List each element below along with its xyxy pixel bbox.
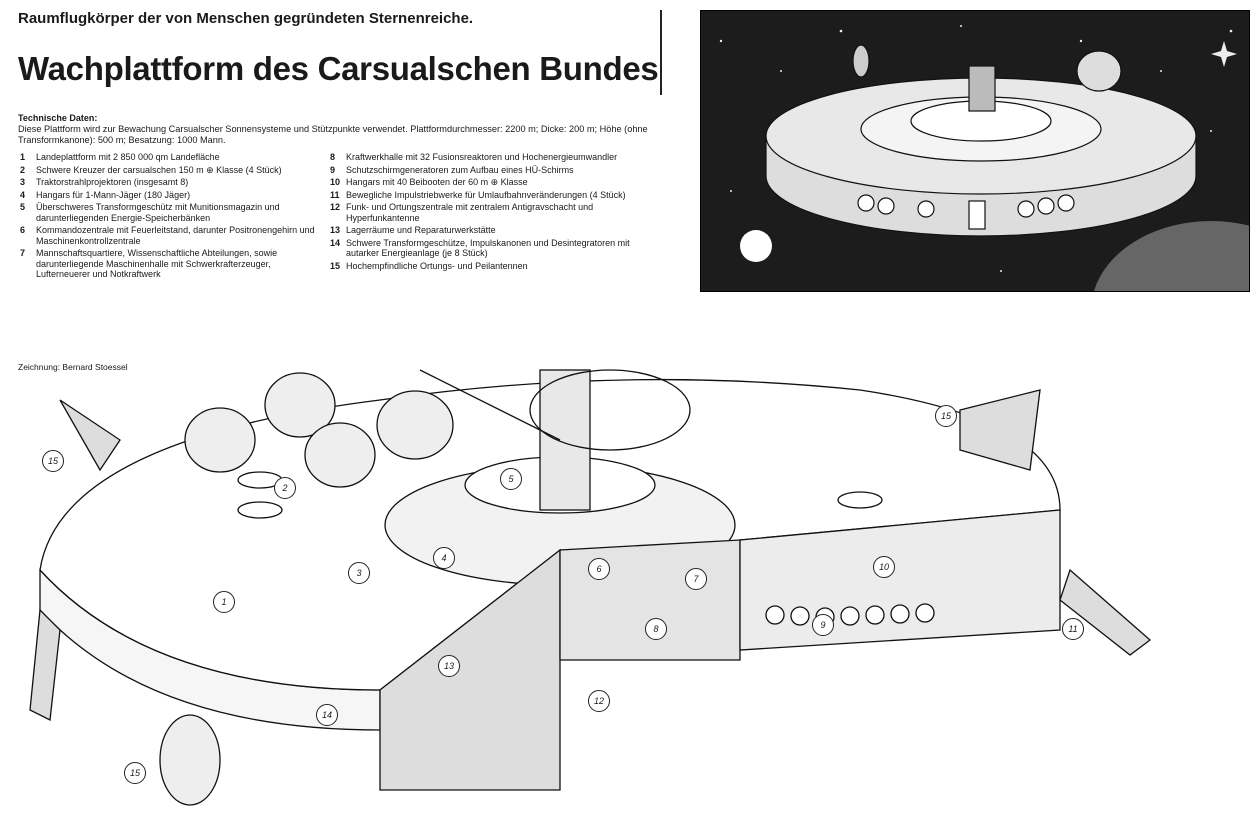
legend-item: 10 Hangars mit 40 Beibooten der 60 m ⊕ Kl… bbox=[330, 177, 660, 188]
divider bbox=[660, 10, 662, 95]
kicker-heading: Raumflugkörper der von Menschen gegründe… bbox=[18, 10, 474, 27]
legend-item-number: 2 bbox=[20, 164, 26, 175]
platform bbox=[765, 44, 1197, 237]
platform-in-space-drawing bbox=[719, 25, 1258, 401]
platform-cutaway-drawing bbox=[29, 369, 1152, 806]
legend-item: 11 Bewegliche Impulstriebwerke für Umlauf… bbox=[330, 190, 660, 201]
transform-cannon bbox=[539, 369, 591, 511]
legend-item-number: 8 bbox=[330, 152, 336, 162]
legend-item-text: Landeplattform mit 2 850 000 qm Landeflä… bbox=[36, 152, 220, 162]
legend-right: 8 Kraftwerkhalle mit 32 Fusionsreaktoren … bbox=[330, 152, 660, 273]
legend-item-number: 15 bbox=[330, 260, 341, 271]
legend-item: 1 Landeplattform mit 2 850 000 qm Landefl… bbox=[20, 152, 320, 163]
legend-item-text: Kommandozentrale mit Feuerleitstand, dar… bbox=[36, 225, 315, 246]
legend-left: 1 Landeplattform mit 2 850 000 qm Landefl… bbox=[20, 152, 320, 282]
antenna-dish bbox=[159, 714, 221, 806]
legend-item-text: Schwere Kreuzer der carsualschen 150 m ⊕… bbox=[36, 164, 282, 175]
legend-item-number: 5 bbox=[20, 202, 26, 212]
legend-item-text: Mannschaftsquartiere, Wissenschaftliche … bbox=[36, 248, 278, 279]
legend-item: 15 Hochempfindliche Ortungs- und Peilante… bbox=[330, 261, 660, 272]
legend-item: 4 Hangars für 1-Mann-Jäger (180 Jäger) bbox=[20, 190, 320, 201]
legend-item: 8 Kraftwerkhalle mit 32 Fusionsreaktoren … bbox=[330, 152, 660, 163]
illustration-credit: Zeichnung: Bernard Stoessel bbox=[18, 362, 128, 372]
legend-item-text: Überschweres Transformgeschütz mit Munit… bbox=[36, 202, 280, 223]
legend-item-number: 1 bbox=[20, 152, 26, 162]
cutaway-section-center bbox=[559, 539, 741, 661]
legend-item-text: Hangars für 1-Mann-Jäger (180 Jäger) bbox=[36, 189, 191, 200]
impulse-engine bbox=[1059, 568, 1152, 656]
antenna-right bbox=[959, 389, 1041, 471]
legend-item-number: 7 bbox=[20, 248, 26, 258]
legend-item-number: 13 bbox=[330, 225, 341, 235]
tech-data-description: Diese Plattform wird zur Bewachung Carsu… bbox=[18, 124, 648, 145]
legend-item: 9 Schutzschirmgeneratoren zum Aufbau eine… bbox=[330, 165, 660, 176]
legend-item-number: 3 bbox=[20, 177, 26, 187]
legend-item-number: 9 bbox=[330, 164, 336, 175]
legend-item-text: Schutzschirmgeneratoren zum Aufbau eines… bbox=[346, 164, 574, 175]
legend-item: 3 Traktorstrahlprojektoren (insgesamt 8) bbox=[20, 177, 320, 188]
legend-item-text: Kraftwerkhalle mit 32 Fusionsreaktoren u… bbox=[346, 152, 618, 162]
antenna-left bbox=[59, 399, 121, 472]
legend-item-number: 4 bbox=[20, 189, 26, 200]
legend-item-text: Lagerräume und Reparaturwerkstätte bbox=[346, 225, 496, 235]
legend-item-text: Schwere Transformgeschütze, Impulskanone… bbox=[346, 237, 630, 259]
legend-item: 14 Schwere Transformgeschütze, Impulskano… bbox=[330, 238, 660, 259]
legend-item-number: 11 bbox=[330, 189, 340, 200]
legend-item: 12 Funk- und Ortungszentrale mit zentrale… bbox=[330, 202, 660, 223]
cutaway-illustration bbox=[0, 310, 1258, 815]
legend-item-text: Funk- und Ortungszentrale mit zentralem … bbox=[346, 202, 594, 223]
legend-item-number: 10 bbox=[330, 177, 341, 187]
legend-item-number: 14 bbox=[330, 237, 341, 248]
tech-data-heading: Technische Daten: bbox=[18, 113, 98, 123]
legend-item-number: 12 bbox=[330, 202, 341, 212]
cutaway-section-left bbox=[379, 548, 561, 791]
planet bbox=[1091, 221, 1258, 401]
legend-item-text: Traktorstrahlprojektoren (insgesamt 8) bbox=[36, 177, 189, 187]
space-illustration bbox=[700, 10, 1258, 401]
legend-item-text: Hochempfindliche Ortungs- und Peilantenn… bbox=[346, 260, 528, 271]
cruisers bbox=[184, 372, 454, 488]
page-title: Wachplattform des Carsualschen Bundes bbox=[18, 50, 659, 87]
legend-item-text: Hangars mit 40 Beibooten der 60 m ⊕ Klas… bbox=[346, 177, 528, 187]
legend-item: 13 Lagerräume und Reparaturwerkstätte bbox=[330, 225, 660, 236]
legend-item-number: 6 bbox=[20, 225, 26, 235]
legend-item: 6 Kommandozentrale mit Feuerleitstand, da… bbox=[20, 225, 320, 246]
legend-item: 5 Überschweres Transformgeschütz mit Muni… bbox=[20, 202, 320, 223]
legend-item-text: Bewegliche Impulstriebwerke für Umlaufba… bbox=[346, 189, 626, 200]
legend-item: 7 Mannschaftsquartiere, Wissenschaftliche… bbox=[20, 248, 320, 280]
legend-item: 2 Schwere Kreuzer der carsualschen 150 m … bbox=[20, 165, 320, 176]
sun-icon bbox=[740, 230, 772, 262]
